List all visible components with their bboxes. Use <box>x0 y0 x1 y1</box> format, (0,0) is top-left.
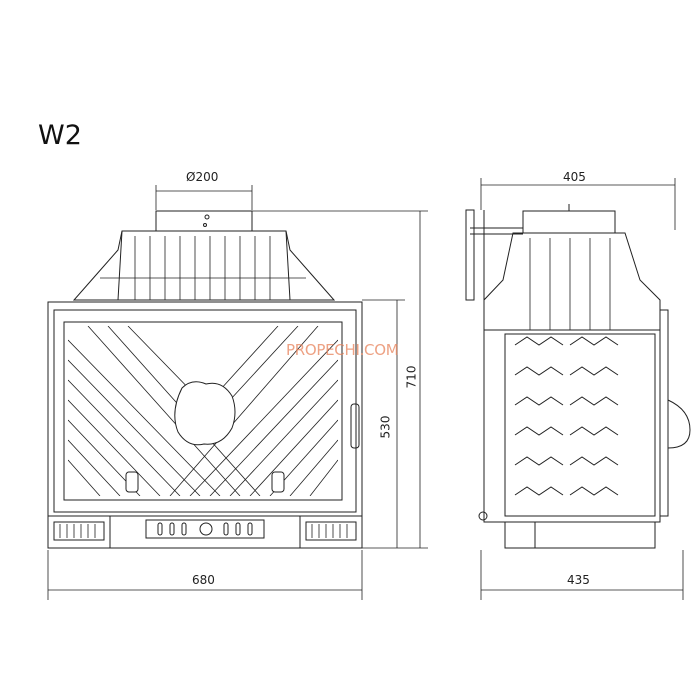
dim-front-height: 530 <box>378 415 393 439</box>
watermark: PROPECHI.COM <box>286 341 399 359</box>
dim-side-depth-bottom: 435 <box>567 573 590 587</box>
dim-total-height: 710 <box>404 365 419 389</box>
dim-flue-diameter: Ø200 <box>186 170 219 184</box>
front-view <box>47 210 363 549</box>
model-title: W2 <box>38 120 82 151</box>
dim-front-width: 680 <box>192 573 215 587</box>
dim-side-depth-top: 405 <box>563 170 586 184</box>
side-view <box>465 204 691 549</box>
